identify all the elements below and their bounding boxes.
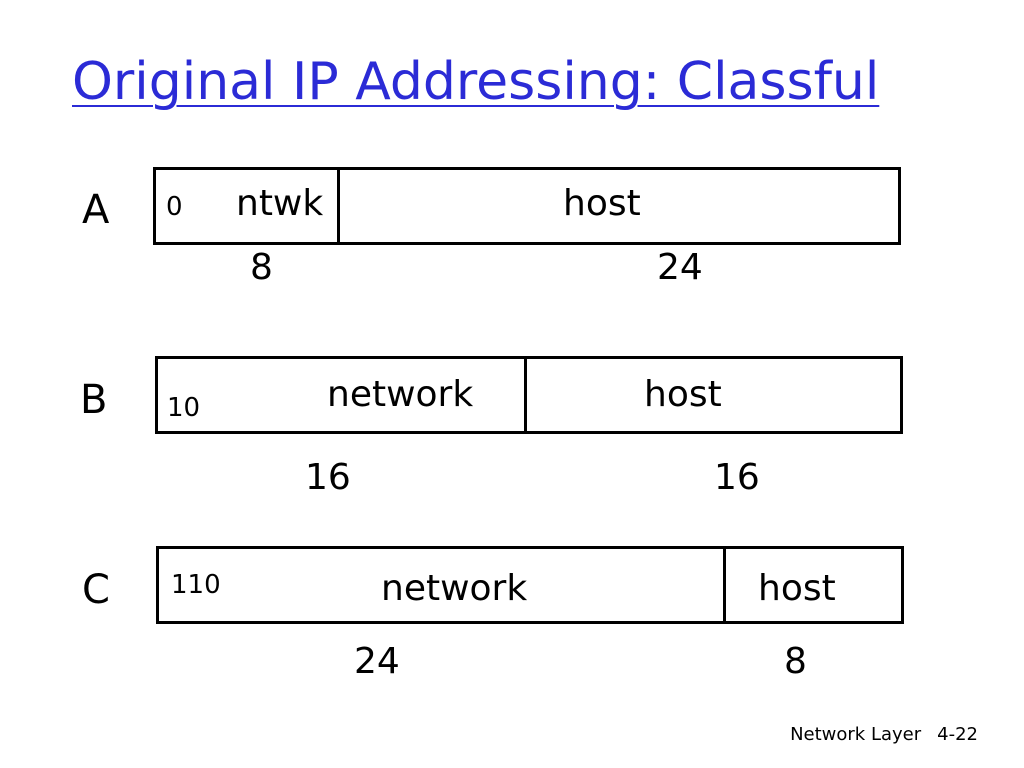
slide-title: Original IP Addressing: Classful bbox=[72, 52, 880, 112]
class-a-host-bits: 24 bbox=[657, 247, 703, 288]
class-a-address-box: 0 ntwk host bbox=[153, 167, 901, 245]
class-a-host-field: host bbox=[563, 183, 641, 224]
class-c-prefix-bits: 110 bbox=[171, 570, 221, 600]
class-a-prefix-bits: 0 bbox=[166, 192, 183, 222]
class-b-address-box: 10 network host bbox=[155, 356, 903, 434]
class-b-label: B bbox=[80, 377, 108, 423]
footer-page-number: 4-22 bbox=[937, 724, 978, 745]
class-c-label: C bbox=[82, 567, 110, 613]
class-b-host-bits: 16 bbox=[714, 457, 760, 498]
class-b-prefix-bits: 10 bbox=[167, 393, 201, 423]
class-b-divider bbox=[524, 359, 527, 431]
footer-section: Network Layer bbox=[790, 724, 922, 745]
class-a-network-bits: 8 bbox=[250, 247, 273, 288]
class-a-network-field: ntwk bbox=[236, 183, 324, 224]
class-a-divider bbox=[337, 170, 340, 242]
class-a-label: A bbox=[82, 187, 110, 233]
class-b-network-field: network bbox=[327, 374, 474, 415]
class-c-host-field: host bbox=[758, 568, 836, 609]
class-c-network-bits: 24 bbox=[354, 641, 400, 682]
class-c-address-box: 110 network host bbox=[156, 546, 904, 624]
slide-footer: Network Layer 4-22 bbox=[790, 724, 978, 745]
class-b-network-bits: 16 bbox=[305, 457, 351, 498]
class-c-network-field: network bbox=[381, 568, 528, 609]
class-b-host-field: host bbox=[644, 374, 722, 415]
class-c-divider bbox=[723, 549, 726, 621]
class-c-host-bits: 8 bbox=[784, 641, 807, 682]
